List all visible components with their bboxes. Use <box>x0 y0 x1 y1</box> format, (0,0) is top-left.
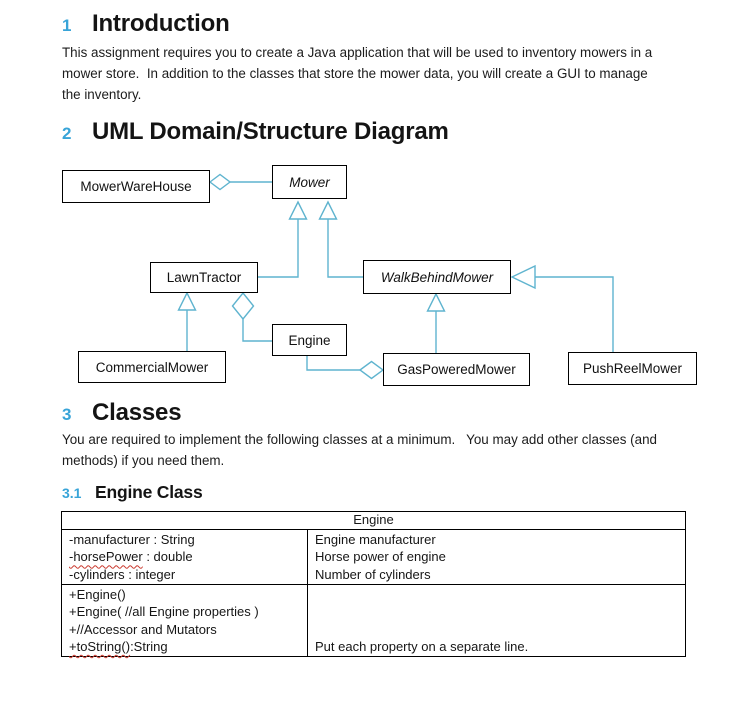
uml-class-mowerwarehouse: MowerWareHouse <box>62 170 210 203</box>
section-number: 3 <box>62 405 72 424</box>
description-line: Put each property on a separate line. <box>315 638 529 654</box>
section-heading-classes: 3 Classes <box>62 399 182 427</box>
engine-class-table: Engine -manufacturer : String -horsePowe… <box>61 511 686 657</box>
aggregation-gaspoweredmower-engine <box>306 356 385 380</box>
description-line: Horse power of engine <box>315 549 446 565</box>
section-heading-engine-class: 3.1 Engine Class <box>62 482 203 503</box>
uml-connectors <box>177 173 614 380</box>
method-line: +//Accessor and Mutators <box>69 621 217 637</box>
uml-class-lawntractor: LawnTractor <box>150 262 258 293</box>
method-line-rest: :String <box>130 639 168 655</box>
uml-class-pushreelmower: PushReelMower <box>568 352 697 385</box>
paragraph-line: You are required to implement the follow… <box>62 432 657 447</box>
intro-paragraph: This assignment requires you to create a… <box>62 42 652 105</box>
section-number: 3.1 <box>62 485 82 501</box>
aggregation-mowerwarehouse-mower <box>208 173 272 191</box>
misspelled-word: -horsePower <box>69 549 143 565</box>
table-methods-row: +Engine() +Engine( //all Engine properti… <box>62 584 685 656</box>
table-attributes-row: -manufacturer : String -horsePower : dou… <box>62 530 685 584</box>
attribute-line: -manufacturer : String <box>69 532 195 547</box>
method-line: +Engine( //all Engine properties ) <box>69 604 259 620</box>
generalization-pushreelmower-walkbehindmower <box>510 264 614 352</box>
uml-diagram: MowerWareHouse Mower LawnTractor WalkBeh… <box>0 160 749 400</box>
description-line: Number of cylinders <box>315 566 431 582</box>
uml-class-commercialmower: CommercialMower <box>78 351 226 383</box>
attributes-description-cell: Engine manufacturer Horse power of engin… <box>308 530 685 584</box>
attributes-declaration-cell: -manufacturer : String -horsePower : dou… <box>62 530 308 584</box>
generalization-gaspoweredmower-walkbehindmower <box>426 292 446 353</box>
generalization-lawntractor-mower <box>258 200 308 278</box>
attribute-line: -horsePower : double <box>69 548 303 565</box>
uml-class-engine: Engine <box>272 324 347 356</box>
uml-class-mower: Mower <box>272 165 347 199</box>
paragraph-line: mower store. In addition to the classes … <box>62 66 648 81</box>
classes-paragraph: You are required to implement the follow… <box>62 429 657 471</box>
method-line: +toString():String <box>69 638 303 655</box>
section-heading-uml-diagram: 2 UML Domain/Structure Diagram <box>62 118 449 146</box>
paragraph-line: the inventory. <box>62 87 142 102</box>
uml-class-walkbehindmower: WalkBehindMower <box>363 260 511 294</box>
aggregation-lawntractor-engine <box>231 291 272 342</box>
section-title: UML Domain/Structure Diagram <box>92 118 449 145</box>
table-class-name: Engine <box>353 512 394 527</box>
section-title: Classes <box>92 399 182 426</box>
section-title: Introduction <box>92 10 230 37</box>
method-line: +Engine() <box>69 587 126 602</box>
misspelled-word: +toString() <box>69 639 131 655</box>
paragraph-line: methods) if you need them. <box>62 453 225 468</box>
uml-class-gaspoweredmower: GasPoweredMower <box>383 353 530 386</box>
methods-description-cell: Put each property on a separate line. <box>308 585 685 656</box>
section-number: 1 <box>62 16 72 35</box>
paragraph-line: This assignment requires you to create a… <box>62 45 653 60</box>
table-header-row: Engine <box>62 512 685 530</box>
generalization-walkbehindmower-mower <box>318 200 363 278</box>
description-line: Engine manufacturer <box>315 532 436 547</box>
section-number: 2 <box>62 124 72 143</box>
methods-declaration-cell: +Engine() +Engine( //all Engine properti… <box>62 585 308 656</box>
generalization-commercialmower-lawntractor <box>177 291 197 351</box>
section-title: Engine Class <box>95 482 203 502</box>
section-heading-introduction: 1 Introduction <box>62 10 230 38</box>
attribute-line-rest: : double <box>142 549 193 565</box>
attribute-line: -cylinders : integer <box>69 566 176 582</box>
